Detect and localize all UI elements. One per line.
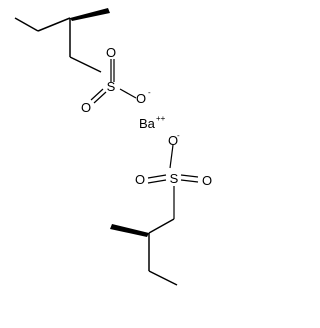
bottom-sulfur-label: S <box>170 171 179 186</box>
bond-top-c2-c3 <box>37 17 71 32</box>
bond-top-wedge-methyl <box>70 8 110 21</box>
barium-label: Ba <box>139 116 156 131</box>
top-oxygen-right-label: O <box>136 91 146 106</box>
top-oxygen-charge: - <box>148 88 151 97</box>
bond-top-c4-s <box>69 56 102 73</box>
bond-bottom-s-o-right-a <box>180 174 199 178</box>
bottom-oxygen-charge: - <box>177 131 180 140</box>
structure-diagram: S O O O - Ba ++ S O O O - <box>14 8 212 286</box>
barium-ion: Ba ++ <box>139 114 166 131</box>
barium-charge: ++ <box>156 114 166 123</box>
chemical-structure-canvas: S O O O - Ba ++ S O O O - <box>14 8 213 286</box>
bond-bottom-s-o-left-a <box>147 174 167 179</box>
top-sulfur-label: S <box>107 79 116 94</box>
top-oxygen-lower-label: O <box>81 100 91 115</box>
bond-bottom-s-o-up <box>169 144 174 169</box>
bottom-methylbutanesulfonate: S O O O - <box>110 131 212 286</box>
bond-top-c1-c2 <box>14 17 39 32</box>
bottom-oxygen-upper-label: O <box>168 133 178 148</box>
top-methylbutanesulfonate: S O O O - <box>14 8 151 115</box>
top-oxygen-upper-label: O <box>106 45 116 60</box>
bond-top-s-o-left-b <box>93 91 107 104</box>
bond-bottom-wedge-methyl <box>110 224 149 237</box>
bottom-oxygen-left-label: O <box>135 172 145 187</box>
bond-bottom-c4-c3 <box>148 218 175 234</box>
bond-top-s-o-right <box>119 88 137 99</box>
bond-bottom-s-o-right-b <box>180 179 199 183</box>
bond-bottom-c2-c1 <box>148 270 178 286</box>
bond-bottom-s-o-left-b <box>147 179 167 184</box>
bottom-oxygen-right-label: O <box>202 173 212 188</box>
bond-top-s-o-left-a <box>90 88 104 101</box>
